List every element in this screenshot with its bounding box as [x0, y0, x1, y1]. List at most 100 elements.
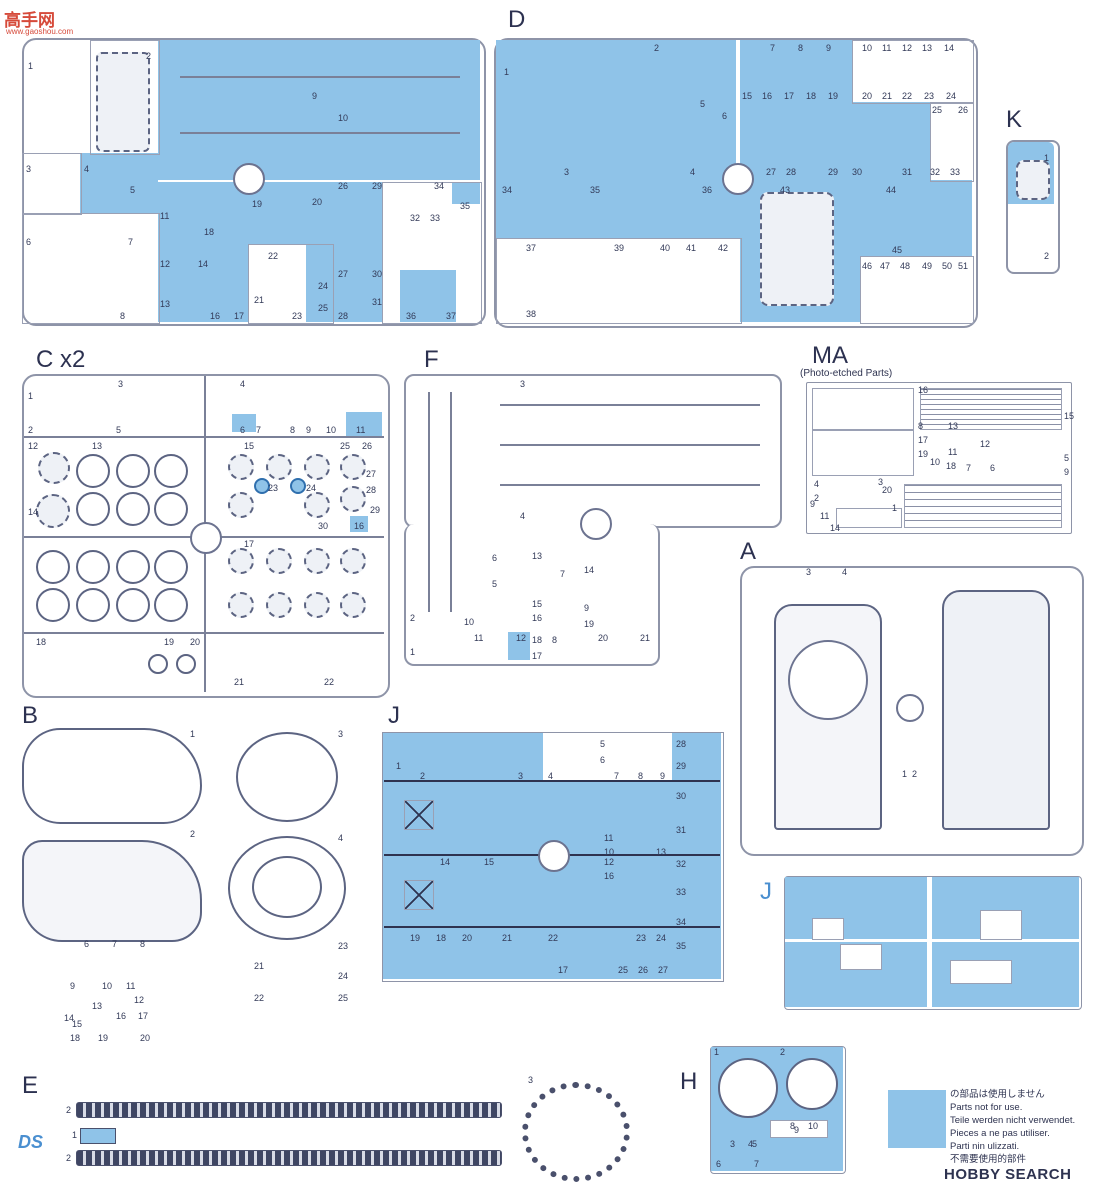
part-number: 31: [902, 167, 913, 177]
part-number: 33: [430, 213, 441, 223]
part-number: 3: [118, 379, 124, 389]
part-number: 12: [604, 857, 615, 867]
part-number: 20: [312, 197, 323, 207]
part-number: 18: [806, 91, 817, 101]
wheel-hub: [340, 454, 366, 480]
shaded-area: [158, 182, 248, 322]
sprue-label-b: B: [22, 702, 39, 729]
part-number: 35: [676, 941, 687, 951]
part-number: 5: [1064, 453, 1070, 463]
part-number: 45: [892, 245, 903, 255]
part-number: 2: [654, 43, 660, 53]
sprue-rail: [384, 926, 720, 928]
part-number: 8: [290, 425, 296, 435]
legend-line-it: Parti nin ulizzati.: [950, 1141, 1020, 1152]
road-wheel: [116, 550, 150, 584]
part-number: 43: [780, 185, 791, 195]
sprue-rail: [500, 404, 760, 406]
part-number: 11: [604, 833, 614, 843]
part-number: 19: [918, 449, 929, 459]
part-number: 6: [716, 1159, 722, 1169]
part-number: 11: [126, 981, 136, 991]
shaded-area: [740, 40, 852, 102]
part-number: 7: [966, 463, 972, 473]
wheel-hub: [266, 548, 292, 574]
part-number: 9: [70, 981, 76, 991]
shaded-area: [400, 270, 456, 322]
part-number: 6: [492, 553, 498, 563]
sprue-gate-circle: [190, 522, 222, 554]
part-number: 3: [564, 167, 570, 177]
part-number: 18: [532, 635, 543, 645]
sprocket: [36, 494, 70, 528]
small-wheel: [176, 654, 196, 674]
part-number: 25: [932, 105, 943, 115]
road-wheel: [154, 588, 188, 622]
part-cell: [852, 40, 974, 104]
sprue-rail: [500, 484, 760, 486]
part-number: 9: [794, 1125, 800, 1135]
legend-line-en: Parts not for use.: [950, 1102, 1023, 1113]
part-number: 19: [410, 933, 421, 943]
sprue-rail: [450, 392, 452, 612]
part-number: 22: [268, 251, 279, 261]
part-number: 1: [892, 503, 898, 513]
part-number: 1: [410, 647, 416, 657]
part-number: 30: [852, 167, 863, 177]
part-number: 28: [786, 167, 797, 177]
part-number: 1: [190, 729, 196, 739]
part-number: 15: [532, 599, 543, 609]
part-number: 30: [372, 269, 383, 279]
part-number: 25: [618, 965, 629, 975]
part-number: 30: [318, 521, 329, 531]
sprue-rail: [500, 444, 760, 446]
part-number: 6: [240, 425, 246, 435]
shaded-area: [306, 244, 332, 322]
part-number: 21: [254, 961, 265, 971]
part-number: 26: [362, 441, 373, 451]
hobby-search-logo: HOBBY SEARCH: [944, 1166, 1072, 1183]
part-number: 31: [676, 825, 687, 835]
part-number: 31: [372, 297, 383, 307]
wheel-hub: [266, 592, 292, 618]
road-wheel: [116, 492, 150, 526]
sprue-ma-subtitle: (Photo-etched Parts): [800, 368, 893, 379]
small-wheel: [148, 654, 168, 674]
road-wheel: [116, 588, 150, 622]
part-number: 8: [918, 421, 924, 431]
part-number: 3: [528, 1075, 534, 1085]
road-wheel: [154, 454, 188, 488]
part-number: 11: [356, 425, 366, 435]
part-number: 19: [828, 91, 839, 101]
part-number: 4: [814, 479, 820, 489]
site-url: www.gaoshou.com: [6, 27, 74, 36]
part-number: 9: [306, 425, 312, 435]
part-number: 5: [752, 1139, 758, 1149]
wheel-hub: [304, 492, 330, 518]
turret-ring-part-4: [228, 836, 346, 940]
part-number: 10: [326, 425, 337, 435]
part-number: 17: [234, 311, 245, 321]
part-number: 33: [676, 887, 687, 897]
part-number: 4: [842, 567, 848, 577]
part-number: 12: [160, 259, 171, 269]
wheel-hub: [228, 492, 254, 518]
part-number: 34: [502, 185, 513, 195]
sprue-f-lower: [404, 524, 660, 666]
part-number: 15: [244, 441, 255, 451]
part-number: 5: [700, 99, 706, 109]
part-number: 17: [138, 1011, 149, 1021]
part-number: 18: [436, 933, 447, 943]
part-cell: [812, 918, 844, 940]
legend-line-de: Teile werden nicht verwendet.: [950, 1115, 1076, 1126]
part-number: 32: [676, 859, 687, 869]
part-number: 18: [204, 227, 215, 237]
part-number: 17: [918, 435, 929, 445]
part-number: 16: [918, 385, 929, 395]
part-number: 3: [338, 729, 344, 739]
road-wheel: [154, 492, 188, 526]
hull-part: [760, 192, 834, 306]
shaded-area: [232, 414, 256, 432]
site-logo: 高手网: [4, 11, 55, 30]
idler: [38, 452, 70, 484]
